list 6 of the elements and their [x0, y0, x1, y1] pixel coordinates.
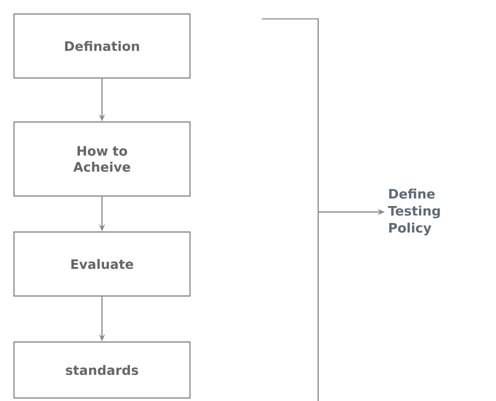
process-box: How to Acheive: [13, 121, 191, 197]
bracket: [262, 18, 319, 401]
process-box: Evaluate: [13, 231, 191, 297]
process-box: standards: [13, 341, 191, 399]
result-text: Define Testing Policy: [388, 188, 440, 236]
process-box: Defination: [13, 13, 191, 79]
